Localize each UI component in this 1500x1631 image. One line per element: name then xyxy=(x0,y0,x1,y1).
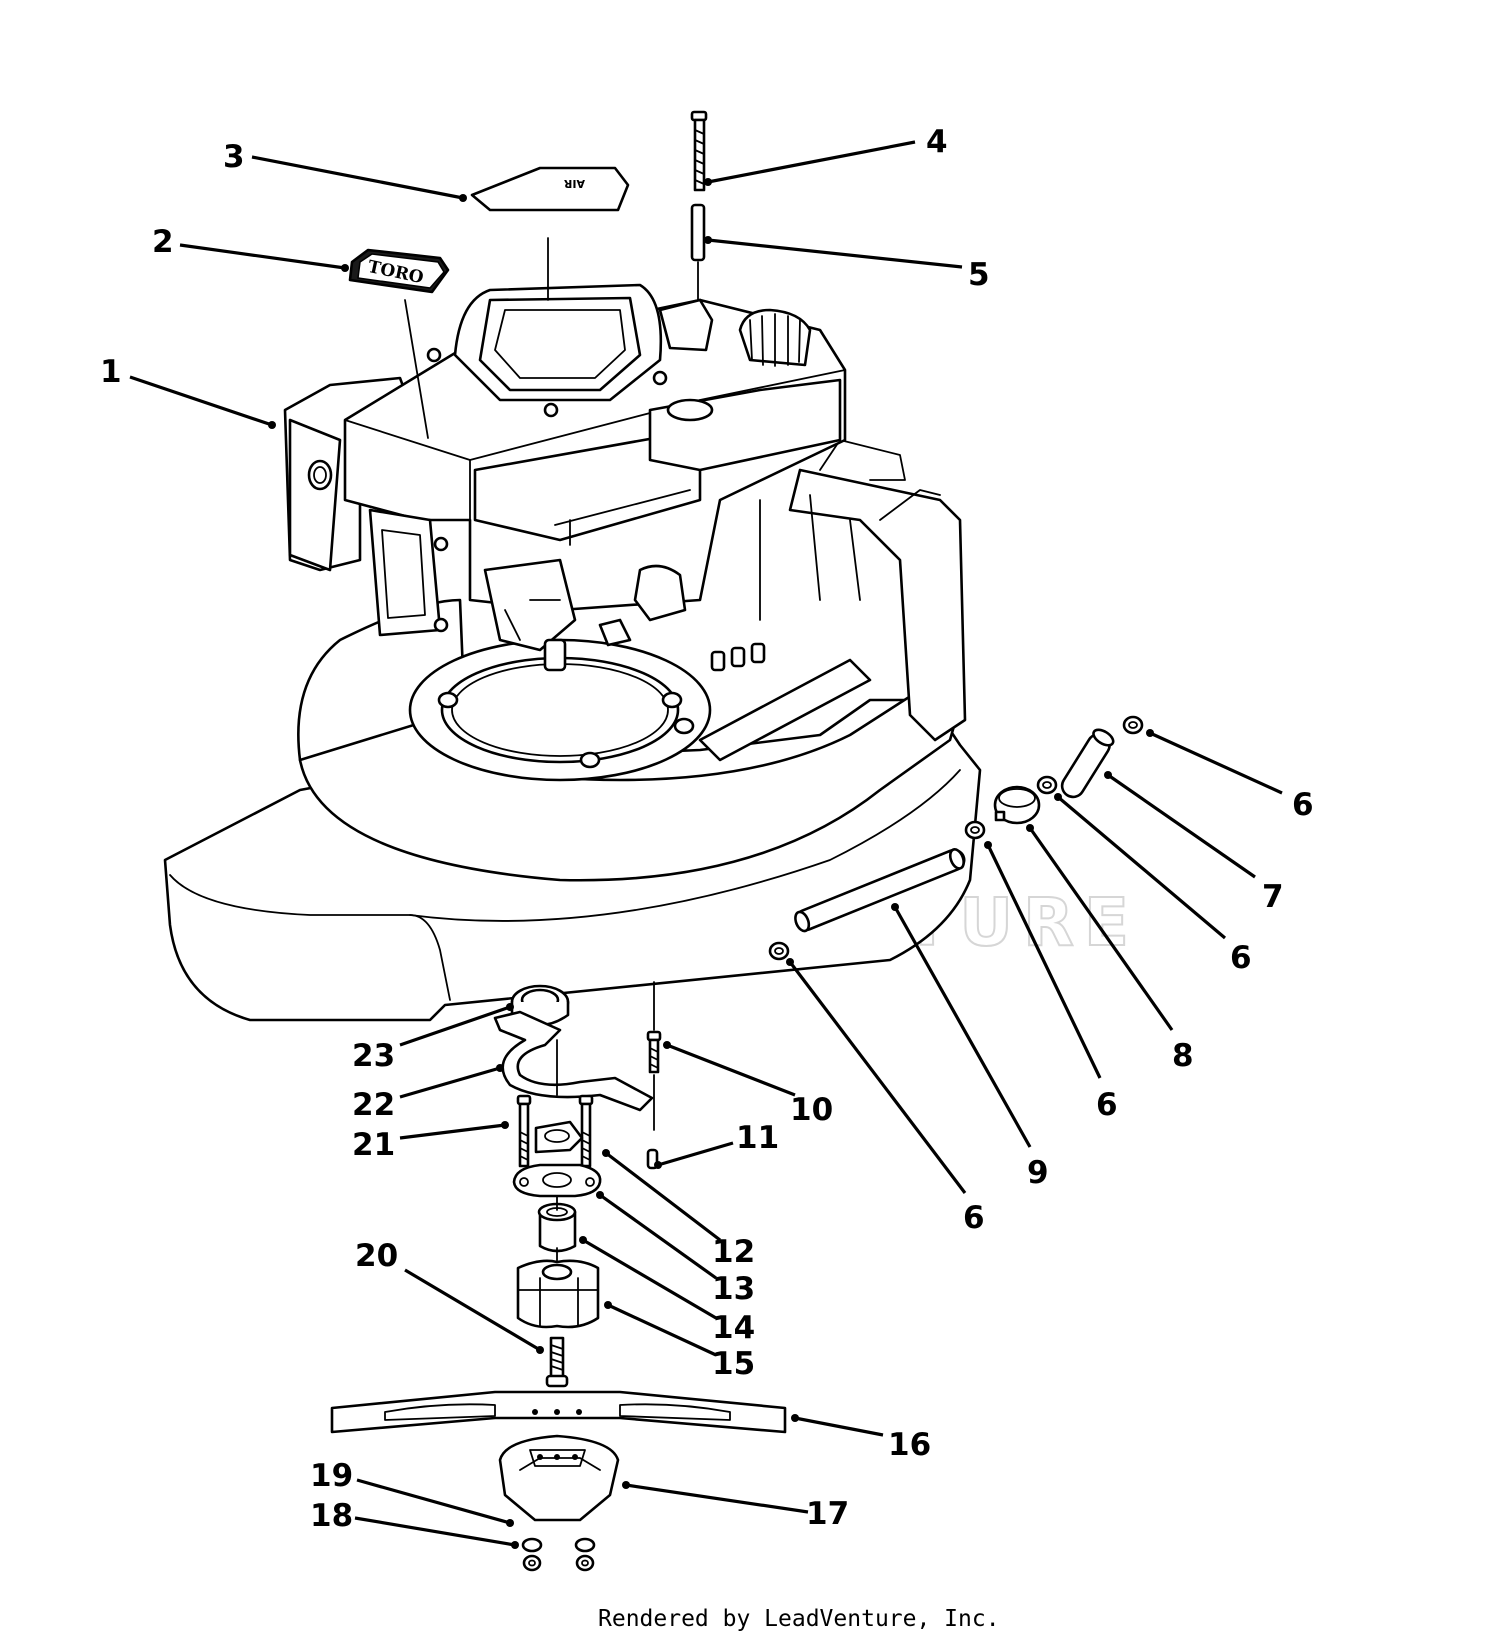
nuts-18-19 xyxy=(521,1537,596,1572)
callout-number: 13 xyxy=(712,1271,755,1307)
callout-number: 2 xyxy=(152,224,174,260)
callout-14: 14 xyxy=(579,1236,755,1346)
callout-number: 12 xyxy=(712,1234,755,1270)
callout-number: 6 xyxy=(963,1200,985,1236)
callout-number: 1 xyxy=(100,354,122,390)
nut-6d xyxy=(768,941,790,961)
callout-number: 11 xyxy=(736,1120,779,1156)
callout-number: 6 xyxy=(1230,940,1252,976)
nut-6a xyxy=(1122,715,1144,735)
callouts: 1 2 3 4 5 6 7 6 8 6 9 6 10 11 12 13 14 1… xyxy=(100,124,1314,1549)
callout-6d: 6 xyxy=(786,958,985,1236)
callout-number: 7 xyxy=(1262,879,1284,915)
callout-3: 3 xyxy=(223,139,467,202)
decal: TORO xyxy=(348,248,450,439)
bolt-4 xyxy=(690,110,708,192)
callout-1: 1 xyxy=(100,354,276,429)
callout-15: 15 xyxy=(604,1301,755,1382)
callout-9: 9 xyxy=(891,903,1049,1191)
blade-plate-17 xyxy=(498,1434,620,1522)
callout-2: 2 xyxy=(152,224,349,272)
callout-number: 10 xyxy=(790,1092,833,1128)
callout-13: 13 xyxy=(596,1191,755,1307)
callout-number: 20 xyxy=(355,1238,398,1274)
mower-deck xyxy=(163,439,982,1022)
callout-8: 8 xyxy=(1026,824,1194,1074)
callout-12: 12 xyxy=(602,1149,755,1270)
callout-19: 19 xyxy=(310,1458,514,1527)
callout-6c: 6 xyxy=(984,841,1118,1123)
callout-number: 21 xyxy=(352,1127,395,1163)
blade-adapter-stack xyxy=(493,981,662,1388)
engine xyxy=(283,283,847,672)
callout-16: 16 xyxy=(791,1414,931,1463)
callout-20: 20 xyxy=(355,1238,544,1354)
nut-6b xyxy=(1036,775,1058,795)
callout-number: 16 xyxy=(888,1427,931,1463)
credit-text: Rendered by LeadVenture, Inc. xyxy=(598,1606,1000,1631)
callout-number: 15 xyxy=(712,1346,755,1382)
callout-7: 7 xyxy=(1104,771,1284,915)
callout-number: 22 xyxy=(352,1087,395,1123)
callout-6a: 6 xyxy=(1146,729,1314,823)
nut-6c xyxy=(964,820,986,840)
callout-number: 6 xyxy=(1096,1087,1118,1123)
callout-21: 21 xyxy=(352,1121,509,1163)
air-cleaner-cover: AIR xyxy=(470,166,630,301)
callout-number: 3 xyxy=(223,139,245,175)
callout-number: 19 xyxy=(310,1458,353,1494)
callout-number: 4 xyxy=(926,124,948,160)
callout-23: 23 xyxy=(352,1003,514,1074)
callout-22: 22 xyxy=(352,1064,504,1123)
spacer-5 xyxy=(690,203,706,301)
callout-number: 17 xyxy=(806,1496,849,1532)
callout-17: 17 xyxy=(622,1481,849,1532)
callout-number: 18 xyxy=(310,1498,353,1534)
blade-16 xyxy=(330,1390,787,1434)
callout-number: 5 xyxy=(968,257,990,293)
callout-number: 8 xyxy=(1172,1038,1194,1074)
axle-parts xyxy=(768,715,1144,961)
callout-11: 11 xyxy=(654,1120,779,1169)
callout-5: 5 xyxy=(704,236,990,293)
air-cover-text: AIR xyxy=(563,177,585,190)
callout-number: 23 xyxy=(352,1038,395,1074)
callout-number: 9 xyxy=(1027,1155,1049,1191)
callout-10: 10 xyxy=(663,1041,833,1128)
callout-number: 14 xyxy=(712,1310,755,1346)
callout-6b: 6 xyxy=(1054,793,1252,976)
callout-number: 6 xyxy=(1292,787,1314,823)
callout-18: 18 xyxy=(310,1498,519,1549)
callout-4: 4 xyxy=(704,124,948,186)
